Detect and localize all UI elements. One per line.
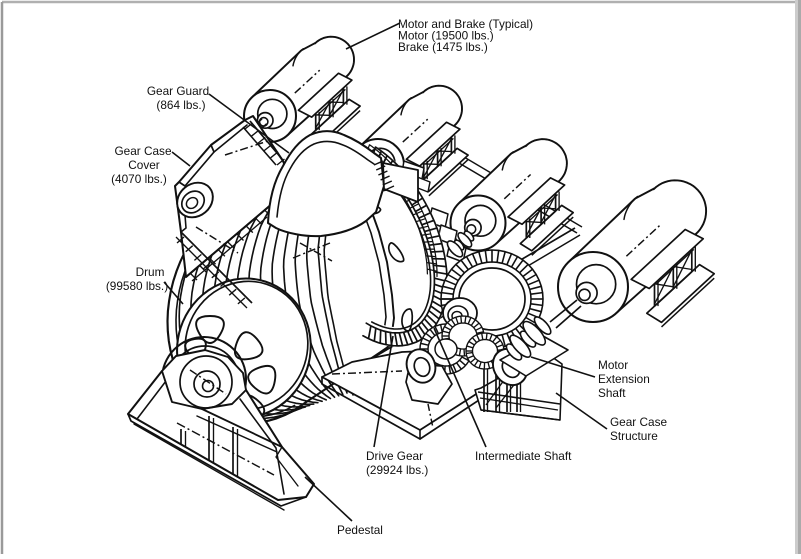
svg-text:Cover: Cover [128, 158, 160, 172]
svg-text:Motor: Motor [598, 358, 628, 372]
svg-text:(99580 lbs.): (99580 lbs.) [106, 279, 168, 293]
svg-text:Extension: Extension [598, 372, 650, 386]
svg-text:(29924 lbs.): (29924 lbs.) [366, 463, 428, 477]
svg-text:Brake (1475 lbs.): Brake (1475 lbs.) [398, 40, 488, 54]
svg-text:(864 lbs.): (864 lbs.) [156, 98, 205, 112]
svg-text:Gear Case: Gear Case [114, 144, 171, 158]
svg-text:Gear Guard: Gear Guard [147, 84, 209, 98]
svg-text:Drive Gear: Drive Gear [366, 449, 423, 463]
svg-text:Drum: Drum [136, 265, 165, 279]
svg-text:(4070 lbs.): (4070 lbs.) [111, 172, 167, 186]
svg-text:Pedestal: Pedestal [337, 523, 383, 537]
svg-text:Intermediate Shaft: Intermediate Shaft [475, 449, 572, 463]
svg-text:Gear Case: Gear Case [610, 415, 667, 429]
svg-text:Shaft: Shaft [598, 386, 626, 400]
svg-text:Structure: Structure [610, 429, 658, 443]
